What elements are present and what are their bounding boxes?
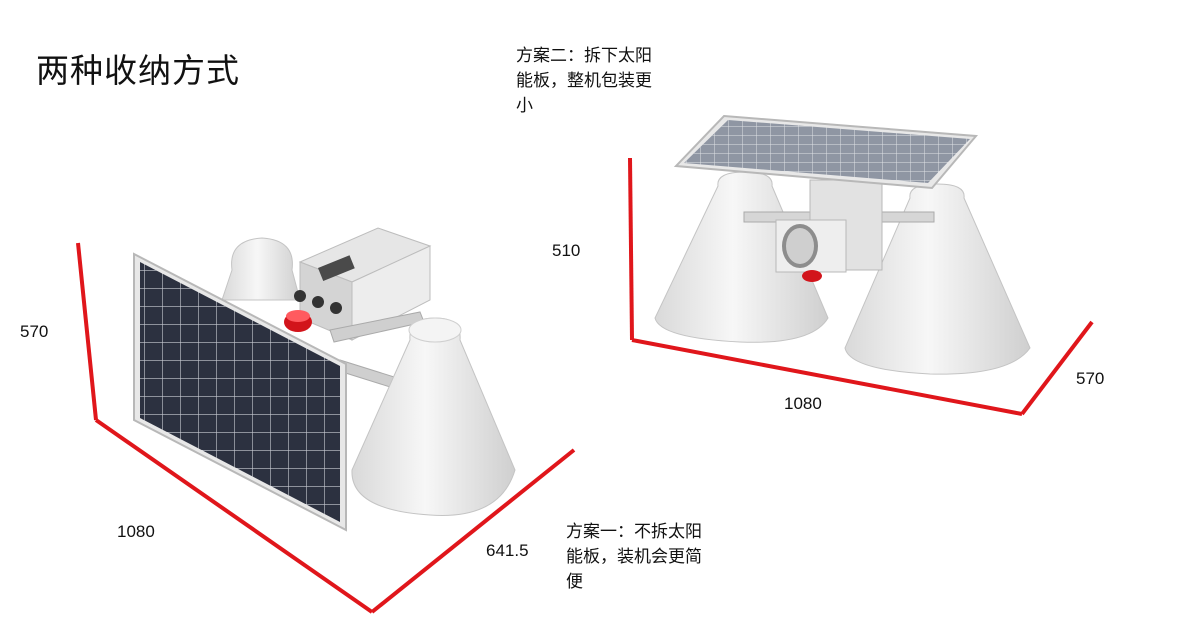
right-height-label: 510 <box>552 241 581 260</box>
right-dimension-lines <box>628 157 1094 416</box>
option-two-line: 小 <box>516 96 533 116</box>
option-one-line: 便 <box>566 572 583 592</box>
left-depth-line <box>370 448 576 614</box>
warning-light <box>284 310 312 332</box>
page-title: 两种收纳方式 <box>36 51 240 90</box>
left-depth-label: 641.5 <box>486 541 529 560</box>
option-one-note: 方案一：不拆太阳 能板，装机会更简 便 <box>566 520 738 595</box>
solar-panel-left <box>133 252 347 532</box>
left-height-label: 570 <box>20 322 49 341</box>
option-two-note: 方案二：拆下太阳 能板，整机包装更 小 <box>516 44 688 119</box>
solar-panel-right <box>673 114 979 190</box>
right-height-line <box>628 157 634 341</box>
control-box <box>298 227 432 341</box>
option-two-line: 能板，整机包装更 <box>516 71 652 91</box>
horn-speaker-front <box>351 317 516 516</box>
option-two-line: 方案二：拆下太阳 <box>516 46 652 66</box>
right-length-line <box>631 338 1023 416</box>
option-one-line: 能板，装机会更简 <box>566 547 702 567</box>
right-depth-line <box>1020 320 1094 416</box>
left-height-line <box>76 242 98 421</box>
horn-speaker-left <box>654 171 829 343</box>
horn-speaker-back <box>221 237 301 301</box>
right-length-label: 1080 <box>784 394 822 413</box>
option-one-line: 方案一：不拆太阳 <box>566 522 702 542</box>
right-depth-label: 570 <box>1076 369 1105 388</box>
cable-glands <box>294 290 342 314</box>
left-dimension-lines <box>76 242 576 614</box>
left-length-line <box>94 418 374 614</box>
left-length-label: 1080 <box>117 522 155 541</box>
